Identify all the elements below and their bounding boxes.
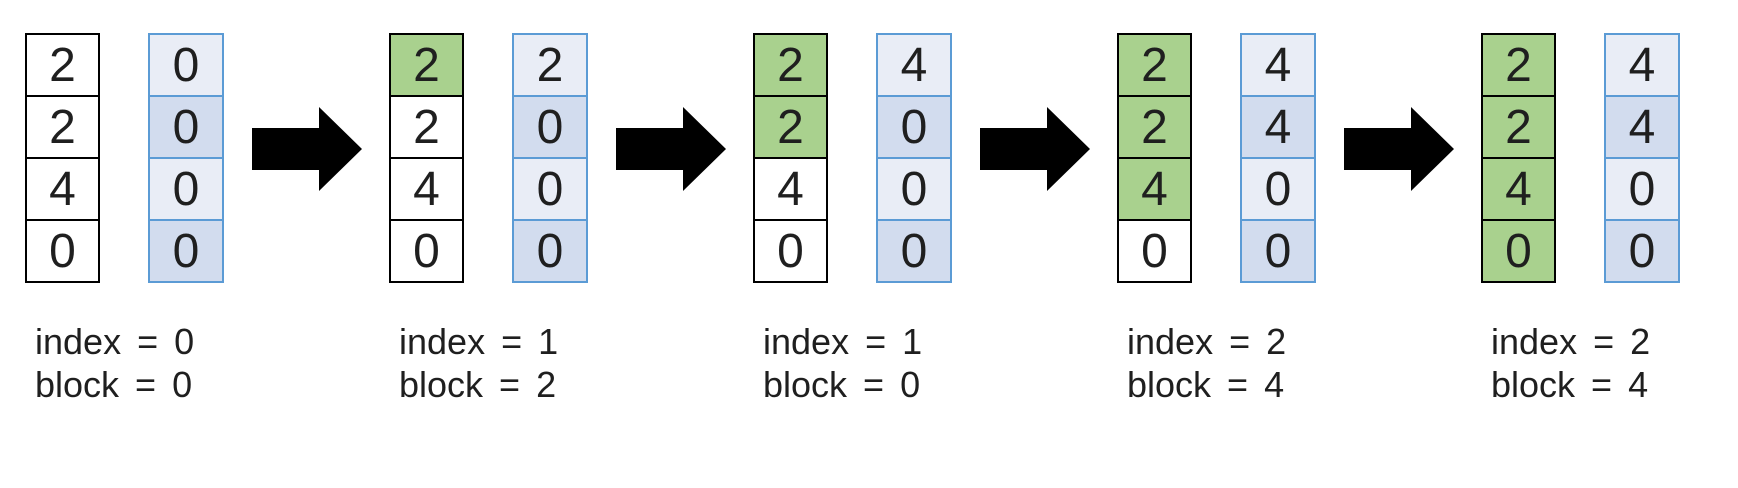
arrow-right-icon — [980, 107, 1090, 191]
aux-cell: 0 — [1604, 157, 1680, 221]
array-cell: 2 — [753, 95, 828, 159]
array-cell: 0 — [1481, 219, 1556, 283]
array-cell: 2 — [389, 95, 464, 159]
block-label: block = 4 — [1127, 364, 1285, 405]
aux-cell: 0 — [148, 157, 224, 221]
aux-cell: 4 — [1240, 33, 1316, 97]
aux-cell: 0 — [148, 33, 224, 97]
index-label: index = 0 — [35, 321, 195, 362]
aux-cell: 0 — [512, 219, 588, 283]
block-label: block = 2 — [399, 364, 557, 405]
arrow-right-icon — [616, 107, 726, 191]
aux-cell: 0 — [512, 95, 588, 159]
arrow-spacer — [589, 33, 753, 283]
array-cell: 2 — [25, 33, 100, 97]
array-cell: 0 — [1117, 219, 1192, 283]
array-cell: 4 — [25, 157, 100, 221]
arrow-right-icon — [252, 107, 362, 191]
aux-cell: 0 — [512, 157, 588, 221]
arrow-spacer — [225, 33, 389, 283]
array-cell: 4 — [1117, 157, 1192, 221]
aux-cell: 0 — [1604, 219, 1680, 283]
index-label: index = 2 — [1491, 321, 1651, 362]
arrow-spacer — [953, 33, 1117, 283]
index-label: index = 1 — [399, 321, 559, 362]
arrow-spacer — [1317, 33, 1481, 283]
array-cell: 0 — [25, 219, 100, 283]
aux-cell: 4 — [1240, 95, 1316, 159]
block-label: block = 0 — [35, 364, 193, 405]
aux-cell: 0 — [148, 219, 224, 283]
aux-cell: 4 — [1604, 95, 1680, 159]
aux-cell: 0 — [1240, 157, 1316, 221]
block-label: block = 0 — [763, 364, 921, 405]
array-cell: 2 — [25, 95, 100, 159]
array-cell: 2 — [389, 33, 464, 97]
aux-cell: 0 — [148, 95, 224, 159]
block-label: block = 4 — [1491, 364, 1649, 405]
array-cell: 0 — [753, 219, 828, 283]
array-cell: 2 — [1117, 95, 1192, 159]
index-label: index = 2 — [1127, 321, 1287, 362]
array-cell: 4 — [1481, 157, 1556, 221]
aux-cell: 4 — [876, 33, 952, 97]
array-cell: 0 — [389, 219, 464, 283]
array-cell: 4 — [753, 157, 828, 221]
array-cell: 2 — [1481, 33, 1556, 97]
array-cell: 2 — [753, 33, 828, 97]
index-label: index = 1 — [763, 321, 923, 362]
aux-cell: 0 — [876, 95, 952, 159]
aux-cell: 4 — [1604, 33, 1680, 97]
arrow-right-icon — [1344, 107, 1454, 191]
aux-cell: 2 — [512, 33, 588, 97]
aux-cell: 0 — [876, 219, 952, 283]
array-cell: 2 — [1117, 33, 1192, 97]
array-cell: 2 — [1481, 95, 1556, 159]
array-cell: 4 — [389, 157, 464, 221]
aux-cell: 0 — [1240, 219, 1316, 283]
aux-cell: 0 — [876, 157, 952, 221]
